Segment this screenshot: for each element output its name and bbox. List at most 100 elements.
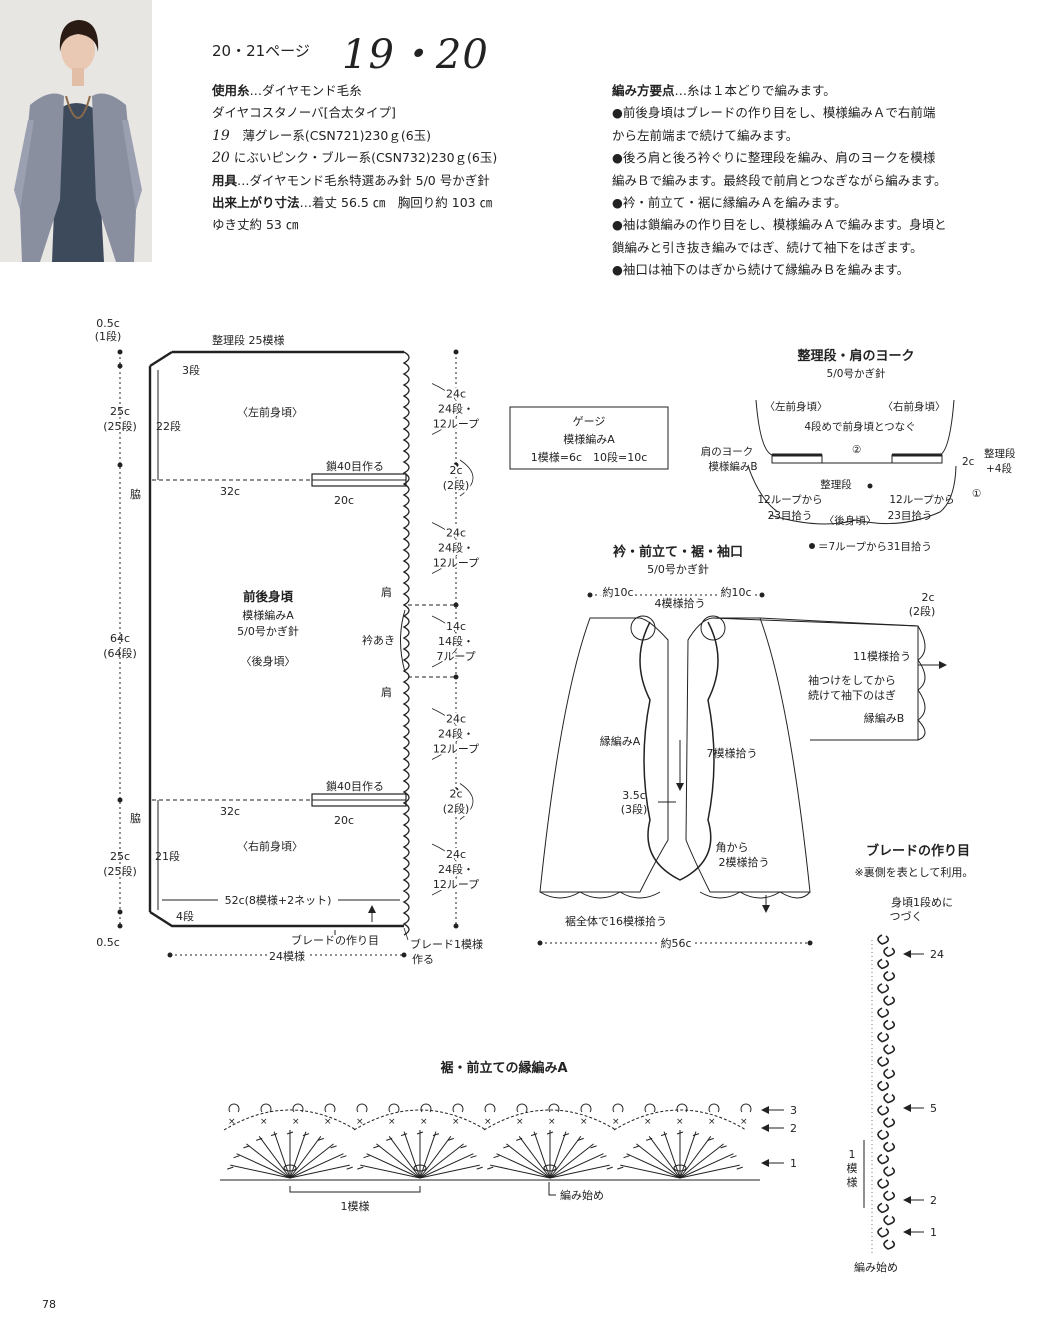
svg-text:×: × (612, 1117, 620, 1127)
segment-label: 14段・ (438, 634, 474, 648)
shoulder-top-label: 肩 (381, 585, 392, 599)
braid-stitch (883, 1068, 896, 1080)
yoke-pick2b: 23目拾う (888, 509, 933, 522)
svg-text:×: × (324, 1117, 332, 1127)
braid-stitch (883, 995, 896, 1006)
braid-n2: 2 (930, 1194, 937, 1207)
corner1-label: 角から (716, 841, 749, 854)
r3-label: (3段) (621, 802, 648, 816)
svg-text:×: × (484, 1117, 492, 1127)
dim-64r: (64段) (103, 646, 137, 660)
yoke-title: 整理段・肩のヨーク (796, 348, 914, 364)
svg-text:×: × (292, 1117, 300, 1127)
braid-stitch (877, 1153, 890, 1165)
segment-label: 24段・ (438, 862, 474, 876)
waki-top: 脇 (130, 488, 141, 501)
dim-25c-bot: 25c (110, 850, 130, 863)
color19-number: 19 (212, 127, 230, 144)
dim-top-05: 0.5c (96, 317, 120, 330)
edging-start-label: 編み始め (560, 1188, 604, 1202)
dim-25r-bot: (25段) (103, 864, 137, 878)
dim-bot-05: 0.5c (96, 936, 120, 949)
pattern-number-title: 19・20 (342, 32, 489, 78)
yoke-seiri-mid: 整理段 (820, 478, 852, 491)
color19-text: 薄グレー系(CSN721)230ｇ(6玉) (242, 127, 432, 143)
edging-a-chart: 裾・前立ての縁編みA ××××××××××××××××× 3 2 1 1模様 編… (220, 1060, 797, 1213)
yarn-label: 使用糸 (212, 83, 250, 98)
about56-label: 約56c (660, 936, 691, 950)
yoke-2c: 2c (962, 456, 975, 468)
chain40-bot: 鎖40目作る (326, 779, 384, 793)
one-pattern-label: 1模様 (341, 1199, 370, 1213)
svg-text:×: × (260, 1117, 268, 1127)
braid-n1: 1 (930, 1226, 937, 1239)
page-number: 78 (42, 1298, 56, 1311)
braid-n5: 5 (930, 1102, 937, 1115)
braid-stitch (883, 1166, 896, 1177)
braid-n24: 24 (930, 948, 944, 961)
segment-label: 24段・ (438, 541, 474, 555)
svg-text:×: × (420, 1117, 428, 1127)
svg-text:×: × (676, 1117, 684, 1127)
sleeve-2r: (2段) (909, 604, 936, 618)
points-line: 鎖編みと引き抜き編みではぎ、続けて袖下をはぎます。 (612, 239, 923, 255)
seiri-top-label: 整理段 25模様 (212, 333, 285, 347)
tool-label: 用具 (212, 172, 238, 188)
gauge-value: 1模様=6c 10段=10c (531, 450, 648, 464)
segment-label: 24c (446, 388, 466, 401)
svg-text:×: × (548, 1117, 556, 1127)
w20-top: 20c (334, 494, 354, 507)
pick7-label: 7模様拾う (707, 746, 758, 760)
yoke-pattern: 模様編みB (708, 460, 757, 473)
size-label: 出来上がり寸法 (212, 194, 300, 210)
svg-text:×: × (452, 1117, 460, 1127)
yoke-pick1b: 23目拾う (768, 509, 813, 522)
yoke-pick1: 12ループから (757, 494, 822, 506)
yoke-seiri: 整理段 (984, 447, 1016, 460)
sleeve-note2: 続けて袖下のはぎ (808, 688, 896, 702)
points-label: 編み方要点 (612, 83, 675, 98)
w32-top: 32c (220, 485, 240, 498)
braid-start-label: ブレードの作り目 (291, 933, 379, 947)
edging-a-title: 裾・前立ての縁編みA (440, 1060, 567, 1076)
braid-start: 編み始め (854, 1260, 898, 1274)
edging-row2: 2 (790, 1122, 797, 1135)
yarn-line2: ダイヤコスタノーバ[合太タイプ] (212, 105, 396, 121)
svg-text:×: × (580, 1117, 588, 1127)
sleeve-note1: 袖つけをしてから (808, 673, 896, 687)
braid-title: ブレードの作り目 (866, 843, 970, 859)
body-diagram: 0.5c (1段) 25c (25段) 64c (64段) 25c (25段) … (95, 317, 483, 966)
shoulder-bot-label: 肩 (381, 685, 392, 699)
row21-label: 21段 (155, 849, 180, 863)
braid-stitch (877, 1007, 890, 1019)
segment-label: 24c (446, 713, 466, 726)
w20-bot: 20c (334, 814, 354, 827)
yoke-pick2: 12ループから (889, 494, 954, 506)
yoke-mark1: ① (972, 488, 981, 500)
chain40-top: 鎖40目作る (326, 459, 384, 473)
size-line2: ゆき丈約 53 ㎝ (212, 217, 299, 233)
hem16-label: 裾全体で16模様拾う (565, 914, 667, 928)
braid-one-label: ブレード1模様 (410, 937, 483, 951)
scalloped-edge (402, 351, 410, 936)
w32-bot: 32c (220, 805, 240, 818)
gauge-title: ゲージ (573, 415, 606, 428)
body-pattern: 模様編みA (242, 608, 294, 622)
braid-stitch (883, 1092, 896, 1104)
points-line: ●袖は鎖編みの作り目をし、模様編みＡで編みます。身頃と (612, 217, 947, 233)
yoke-label: 肩のヨーク (701, 445, 754, 458)
braid-stitch (883, 946, 896, 958)
collar-hook: 5/0号かぎ針 (647, 562, 709, 576)
corner2-label: 2模様拾う (719, 855, 770, 869)
neck-label: 衿あき (362, 633, 395, 647)
braid-stitch (877, 1178, 890, 1189)
points-line: ●衿・前立て・裾に縁編みＡを編みます。 (612, 194, 847, 210)
yoke-left-front: 〈左前身頃〉 (765, 400, 828, 413)
braid-stitch (883, 970, 896, 982)
edging-row1: 1 (790, 1157, 797, 1170)
gauge-box: ゲージ 模様編みA 1模様=6c 10段=10c (509, 406, 669, 470)
braid-stitch (883, 1141, 896, 1153)
segment-label: 24段・ (438, 727, 474, 741)
body-center-title: 前後身頃 (243, 589, 294, 604)
